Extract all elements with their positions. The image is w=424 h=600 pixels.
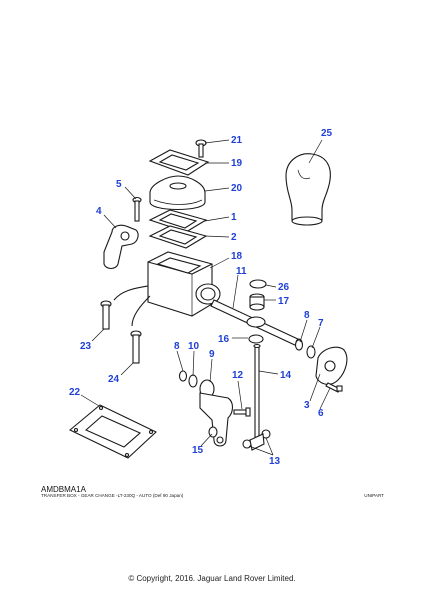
o-ring-7 <box>306 345 316 359</box>
callout-8-left: 8 <box>174 341 180 352</box>
callout-21: 21 <box>231 135 243 146</box>
callout-20: 20 <box>231 183 243 194</box>
callout-3: 3 <box>304 400 310 411</box>
gaiter <box>149 175 206 210</box>
callout-11: 11 <box>236 266 247 277</box>
callout-22: 22 <box>69 387 81 398</box>
bolt-24 <box>130 330 142 364</box>
callout-25: 25 <box>321 128 333 139</box>
o-ring-26 <box>249 279 267 289</box>
washer-15 <box>208 426 218 438</box>
flange <box>315 346 348 385</box>
callout-1: 1 <box>231 212 237 223</box>
screw-21 <box>195 139 207 158</box>
callout-17: 17 <box>278 296 290 307</box>
selector-housing <box>113 251 221 327</box>
callout-18: 18 <box>231 251 243 262</box>
selector-lever <box>199 379 234 447</box>
callout-5: 5 <box>116 179 122 190</box>
callout-14: 14 <box>280 370 292 381</box>
callout-12: 12 <box>232 370 244 381</box>
callout-24: 24 <box>108 374 120 385</box>
callout-16: 16 <box>218 334 230 345</box>
callout-13: 13 <box>269 456 281 467</box>
gasket-plate-2 <box>148 225 208 249</box>
callout-9: 9 <box>209 349 215 360</box>
o-ring-8-left <box>178 370 188 382</box>
callout-10: 10 <box>188 341 200 352</box>
bolt-23 <box>100 300 112 330</box>
o-ring-8-right <box>294 339 304 351</box>
callout-23: 23 <box>80 341 92 352</box>
copyright-notice: © Copyright, 2016. Jaguar Land Rover Lim… <box>128 574 296 583</box>
callout-2: 2 <box>231 232 237 243</box>
diagram-code: AMDBMA1A <box>41 485 86 494</box>
callout-labels: 21 19 20 5 4 1 2 18 11 26 17 8 7 16 14 1… <box>69 128 333 467</box>
collar-16 <box>246 316 266 344</box>
callout-8-right: 8 <box>304 310 310 321</box>
bracket <box>103 224 139 270</box>
callout-7: 7 <box>318 318 324 329</box>
o-ring-10 <box>188 374 198 388</box>
retaining-plate <box>148 149 210 176</box>
callout-19: 19 <box>231 158 243 169</box>
gear-knob <box>285 153 331 226</box>
bush-17 <box>249 293 265 311</box>
callout-6: 6 <box>318 408 324 419</box>
gasket-22 <box>68 404 157 459</box>
brand-tag: UNIPART <box>364 493 384 498</box>
pin-12 <box>233 407 251 417</box>
callout-15: 15 <box>192 445 204 456</box>
callout-26: 26 <box>278 282 290 293</box>
bolt-6 <box>325 382 343 393</box>
selector-rod <box>253 343 261 439</box>
callout-4: 4 <box>96 206 102 217</box>
screw-5 <box>132 196 142 222</box>
leader-lines <box>80 139 331 456</box>
diagram-description: TRANSFER BOX - GEAR CHANGE -LT-230Q - AU… <box>41 493 184 498</box>
